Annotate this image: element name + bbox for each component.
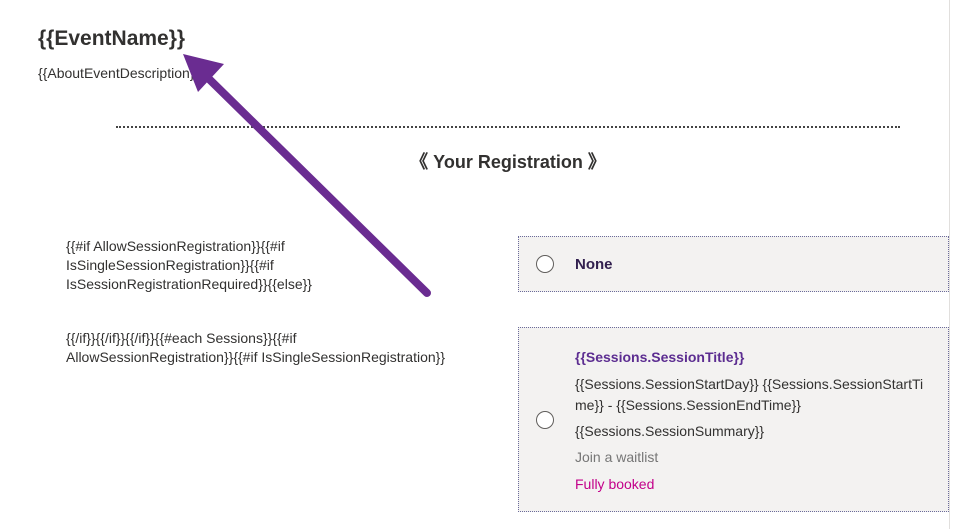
- event-name-title: {{EventName}}: [38, 27, 186, 50]
- template-line: {{#if AllowSessionRegistration}}{{#if: [66, 238, 285, 254]
- fully-booked-status: Fully booked: [575, 476, 655, 492]
- canvas-edge: [949, 0, 950, 529]
- option-none-label: None: [575, 256, 613, 273]
- radio-button-icon[interactable]: [536, 255, 554, 273]
- template-line: AllowSessionRegistration}}{{#if IsSingle…: [66, 349, 446, 365]
- waitlist-link[interactable]: Join a waitlist: [575, 449, 659, 465]
- template-line: IsSingleSessionRegistration}}{{#if: [66, 257, 274, 273]
- template-block-b: {{/if}}{{/if}}{{/if}}{{#each Sessions}}{…: [66, 329, 506, 367]
- template-line: {{/if}}{{/if}}{{/if}}{{#each Sessions}}{…: [66, 330, 297, 346]
- template-line: IsSessionRegistrationRequired}}{{else}}: [66, 276, 312, 292]
- session-details: {{Sessions.SessionTitle}} {{Sessions.Ses…: [575, 348, 935, 493]
- session-summary: {{Sessions.SessionSummary}}: [575, 423, 765, 439]
- section-divider: [116, 126, 900, 128]
- session-option-none[interactable]: None: [518, 236, 949, 292]
- template-block-a: {{#if AllowSessionRegistration}}{{#if Is…: [66, 237, 366, 294]
- session-title: {{Sessions.SessionTitle}}: [575, 349, 745, 365]
- session-time: {{Sessions.SessionStartDay}} {{Sessions.…: [575, 376, 924, 413]
- radio-button-icon[interactable]: [536, 411, 554, 429]
- event-description: {{AboutEventDescription}}: [38, 65, 200, 81]
- registration-heading: 《 Your Registration 》: [410, 152, 606, 172]
- session-option-card[interactable]: {{Sessions.SessionTitle}} {{Sessions.Ses…: [518, 327, 949, 512]
